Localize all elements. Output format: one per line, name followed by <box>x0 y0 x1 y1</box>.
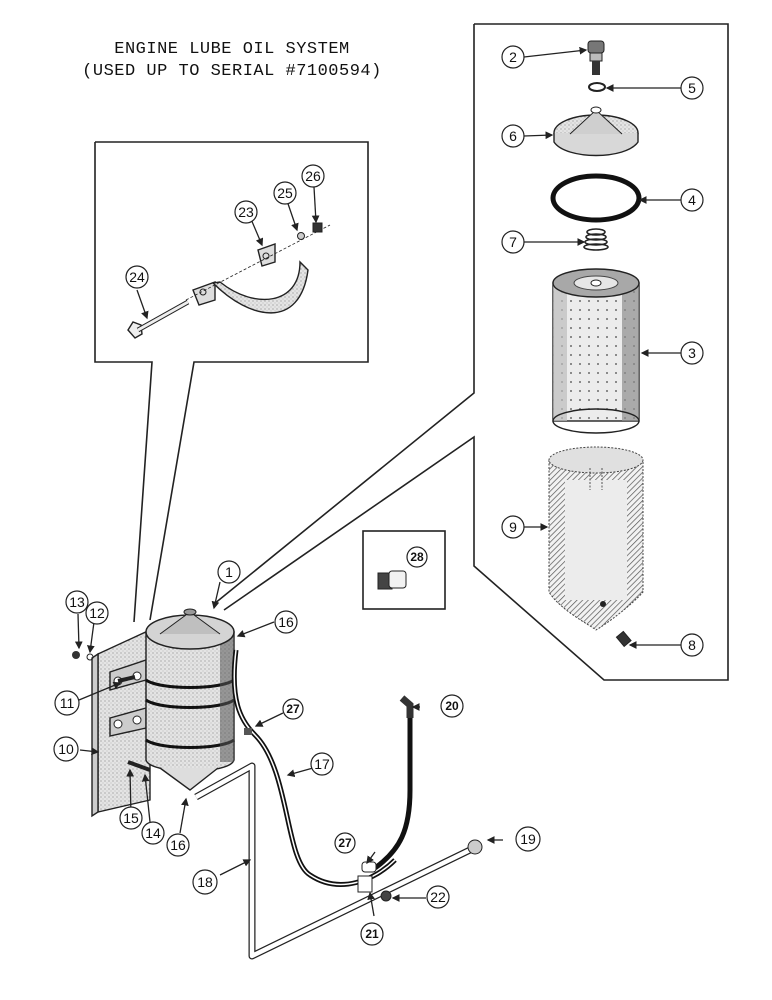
callout-label: 3 <box>688 345 696 361</box>
callout-9[interactable]: 9 <box>501 515 525 539</box>
diagram-title: ENGINE LUBE OIL SYSTEM <box>114 40 350 59</box>
callout-5[interactable]: 5 <box>680 76 704 100</box>
callout-label: 8 <box>688 637 696 653</box>
strap-detail-frame <box>94 141 369 623</box>
callout-label: 22 <box>430 889 446 905</box>
callout-label: 23 <box>238 204 254 220</box>
nut-13-drawing <box>72 651 80 659</box>
oil-tube-18-drawing <box>194 762 472 960</box>
filter-detail-frame <box>213 23 729 681</box>
callout-8[interactable]: 8 <box>680 633 704 657</box>
callout-6[interactable]: 6 <box>501 124 525 148</box>
callout-label: 14 <box>145 825 161 841</box>
callout-15[interactable]: 15 <box>119 806 143 830</box>
callout-4[interactable]: 4 <box>680 188 704 212</box>
washer-drawing <box>297 232 305 240</box>
callout-label: 12 <box>89 605 105 621</box>
callout-2[interactable]: 2 <box>501 45 525 69</box>
nut-22-drawing <box>380 890 392 902</box>
filter-shell-drawing <box>548 446 644 631</box>
cover-bolt-drawing <box>587 40 605 75</box>
callout-label: 27 <box>338 836 352 850</box>
callout-21[interactable]: 21 <box>360 922 384 946</box>
callout-13[interactable]: 13 <box>65 590 89 614</box>
callout-19[interactable]: 19 <box>515 826 541 852</box>
clamp-27b-drawing <box>361 861 377 873</box>
callout-16-top[interactable]: 16 <box>274 610 298 634</box>
callout-18[interactable]: 18 <box>192 869 218 895</box>
mounting-bracket-drawing <box>91 628 151 818</box>
callout-28[interactable]: 28 <box>406 546 428 568</box>
callout-22[interactable]: 22 <box>426 885 450 909</box>
clamp-27-drawing <box>244 728 252 735</box>
callout-label: 25 <box>277 185 293 201</box>
callout-label: 26 <box>305 168 321 184</box>
callout-10[interactable]: 10 <box>53 736 79 762</box>
callout-27-lower[interactable]: 27 <box>334 832 356 854</box>
callout-label: 9 <box>509 519 517 535</box>
callout-label: 10 <box>58 741 74 757</box>
callout-label: 6 <box>509 128 517 144</box>
callout-26[interactable]: 26 <box>301 164 325 188</box>
callout-label: 19 <box>520 831 536 847</box>
callout-20[interactable]: 20 <box>440 694 464 718</box>
callout-label: 21 <box>365 927 379 941</box>
clip-21-drawing <box>357 875 373 893</box>
callout-3[interactable]: 3 <box>680 341 704 365</box>
hose-to-elbow-drawing <box>373 718 413 871</box>
fitting-19-drawing <box>467 839 483 855</box>
callout-12[interactable]: 12 <box>85 601 109 625</box>
callout-23[interactable]: 23 <box>234 200 258 224</box>
callout-14[interactable]: 14 <box>141 821 165 845</box>
filter-element-drawing <box>552 268 640 434</box>
filter-strap-drawing <box>185 224 331 314</box>
callout-label: 27 <box>286 702 300 716</box>
callout-25[interactable]: 25 <box>273 181 297 205</box>
callout-label: 18 <box>197 874 213 890</box>
callout-label: 1 <box>225 564 233 580</box>
callout-label: 17 <box>314 756 330 772</box>
washer-5-drawing <box>588 82 606 92</box>
filter-cover-drawing <box>553 106 639 157</box>
bolt-11-drawing <box>117 675 136 683</box>
callout-label: 4 <box>688 192 696 208</box>
spring-drawing <box>583 228 609 251</box>
callout-label: 5 <box>688 80 696 96</box>
callout-label: 2 <box>509 49 517 65</box>
gasket-drawing <box>550 173 642 223</box>
nut-drawing <box>312 222 323 233</box>
callout-label: 28 <box>410 550 424 564</box>
callout-label: 13 <box>69 594 85 610</box>
oil-tube-18-inner <box>194 763 471 959</box>
oil-hose-17-inner <box>233 649 396 886</box>
drain-plug-drawing <box>615 630 632 648</box>
strap-bolt-drawing <box>127 299 190 339</box>
callout-7[interactable]: 7 <box>501 230 525 254</box>
hose-elbow-20-drawing <box>399 695 414 718</box>
callout-1[interactable]: 1 <box>217 560 241 584</box>
callout-17[interactable]: 17 <box>310 752 334 776</box>
callout-label: 15 <box>123 810 139 826</box>
diagram-subtitle: (USED UP TO SERIAL #7100594) <box>82 62 382 81</box>
callout-label: 16 <box>278 614 294 630</box>
bolt-14-drawing <box>127 760 151 772</box>
callout-label: 24 <box>129 269 145 285</box>
washer-12-drawing <box>86 653 94 661</box>
callout-label: 11 <box>60 695 75 711</box>
callout-label: 7 <box>509 234 517 250</box>
callout-27-upper[interactable]: 27 <box>282 698 304 720</box>
leader-lines <box>74 46 681 917</box>
callout-label: 16 <box>170 837 186 853</box>
callout-label: 20 <box>445 699 459 713</box>
plug-detail-frame <box>362 530 446 610</box>
callout-11[interactable]: 11 <box>54 690 80 716</box>
callout-16-bottom[interactable]: 16 <box>166 833 190 857</box>
filter-housing-drawing <box>145 608 235 791</box>
callout-24[interactable]: 24 <box>125 265 149 289</box>
